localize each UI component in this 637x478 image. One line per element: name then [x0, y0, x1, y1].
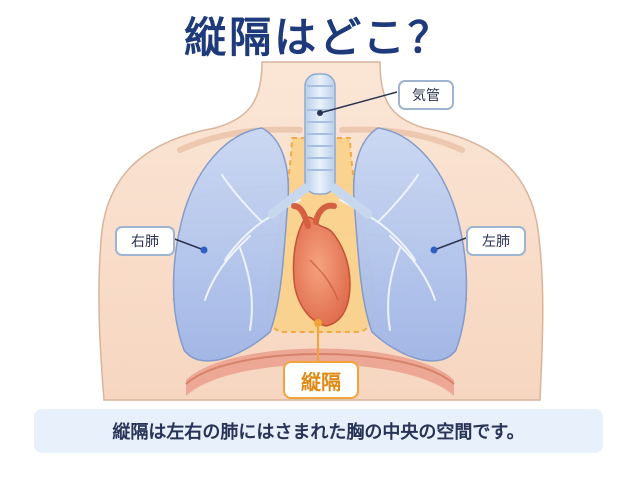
label-right-lung: 右肺 — [115, 226, 175, 256]
leader-dots — [200, 110, 438, 327]
left-clavicle — [339, 126, 465, 153]
main-bronchi — [267, 183, 373, 219]
trachea-rings — [307, 85, 333, 171]
label-left-lung: 左肺 — [466, 226, 526, 256]
diaphragm — [186, 348, 454, 396]
bronchi — [204, 174, 436, 331]
label-mediastinum: 縦隔 — [283, 361, 359, 399]
page-title: 縦隔はどこ？ — [184, 13, 453, 62]
right-clavicle — [177, 126, 303, 153]
caption-text: 縦隔は左右の肺にはさまれた胸の中央の空間です。 — [34, 409, 603, 453]
label-trachea: 気管 — [398, 80, 454, 110]
leader-lines — [171, 91, 467, 251]
